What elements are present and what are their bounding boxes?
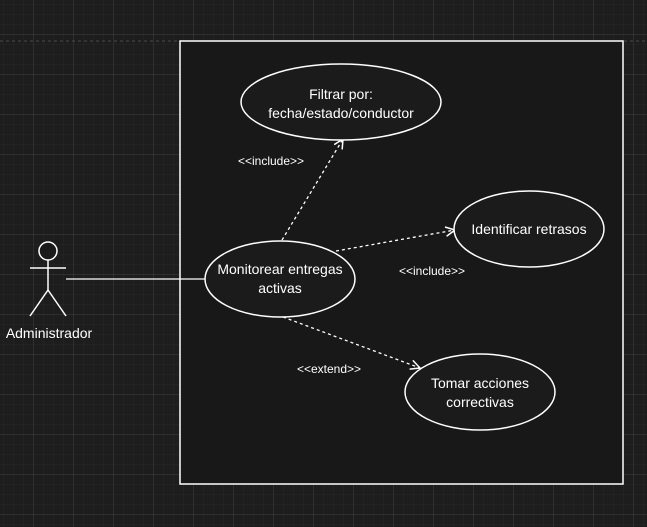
actor-head (38, 241, 58, 261)
use-case-filtrar-line2: fecha/estado/conductor (268, 105, 414, 121)
use-case-identificar[interactable]: Identificar retrasos (453, 190, 605, 268)
use-case-filtrar[interactable]: Filtrar por: fecha/estado/conductor (240, 63, 442, 141)
use-case-identificar-label: Identificar retrasos (471, 221, 586, 237)
extend-label-actions: <<extend>> (297, 362, 361, 376)
use-case-tomar-acciones-line1: Tomar acciones (431, 375, 529, 391)
use-case-tomar-acciones[interactable]: Tomar acciones correctivas (404, 353, 556, 431)
use-case-monitorear-line2: activas (258, 280, 302, 296)
use-case-filtrar-ellipse (240, 63, 442, 141)
use-case-monitorear-ellipse (204, 240, 356, 318)
use-case-tomar-acciones-ellipse (404, 353, 556, 431)
use-case-tomar-acciones-line2: correctivas (446, 394, 514, 410)
use-case-identificar-ellipse (453, 190, 605, 268)
use-case-filtrar-line1: Filtrar por: (309, 86, 373, 102)
include-arrow-filter[interactable] (281, 139, 343, 241)
use-case-monitorear-line1: Monitorear entregas (217, 261, 342, 277)
include-arrow-delays[interactable] (335, 230, 455, 252)
actor-left-leg (29, 289, 49, 317)
include-label-filter: <<include>> (238, 154, 304, 168)
actor-administrador[interactable]: Administrador (6, 241, 93, 341)
include-label-delays: <<include>> (399, 264, 465, 278)
actor-right-leg (47, 289, 67, 317)
actor-label: Administrador (6, 325, 93, 341)
use-case-monitorear[interactable]: Monitorear entregas activas (204, 240, 356, 318)
extend-arrow-actions[interactable] (282, 316, 420, 368)
